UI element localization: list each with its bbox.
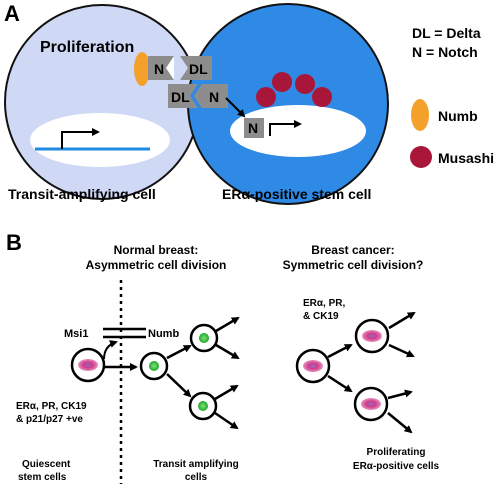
stem-cell-nucleus	[78, 359, 98, 371]
notch-left-label: N	[154, 61, 164, 77]
cancer-arrow	[387, 389, 413, 400]
legend-notch-def: N = Notch	[412, 44, 478, 60]
stem-cell-caption: ERα-positive stem cell	[222, 186, 371, 202]
notch-signal-arrow	[225, 97, 246, 118]
cancer-arrow	[327, 343, 353, 359]
transit-arrow	[215, 343, 240, 360]
transit-arrow	[214, 384, 239, 401]
delta-ligand-left	[168, 84, 198, 108]
transit-cell-nucleus	[199, 333, 209, 343]
panel-b-letter: B	[6, 230, 22, 255]
msi1-label: Msi1	[64, 328, 88, 340]
transit-arrow	[214, 411, 239, 430]
delta-right-label: DL	[189, 61, 208, 77]
numb-label-b: Numb	[148, 328, 179, 340]
musashi-dot	[272, 72, 292, 92]
transit-cell-nucleus	[198, 401, 208, 411]
proliferating-line2: ERα-positive cells	[353, 461, 440, 472]
musashi-dot	[295, 74, 315, 94]
cancer-markers-line2: & CK19	[303, 311, 339, 322]
notch-nucleus-box	[244, 118, 264, 138]
cancer-arrow	[387, 412, 413, 434]
cancer-markers-line1: ERα, PR,	[303, 298, 345, 309]
cancer-heading-line2: Symmetric cell division?	[283, 258, 424, 272]
transit-label-line2: cells	[185, 472, 208, 483]
quiescent-label-line2: stem cells	[18, 472, 67, 483]
transit-arrow	[166, 373, 192, 398]
notch-nucleus-label: N	[248, 120, 258, 136]
legend-numb-label: Numb	[438, 108, 478, 124]
musashi-dot	[312, 87, 332, 107]
transit-cell-nucleus	[149, 361, 159, 371]
notch-notch	[166, 56, 174, 80]
musashi-dot	[256, 87, 276, 107]
transit-arrow	[166, 344, 192, 360]
notch-receptor-right	[194, 84, 228, 108]
legend-musashi-label: Musashi	[438, 150, 494, 166]
transit-arrow	[215, 316, 240, 333]
stem-markers-line2: & p21/p27 +ve	[16, 414, 83, 425]
normal-heading-line2: Asymmetric cell division	[86, 258, 227, 272]
panel-a-letter: A	[4, 1, 20, 26]
proliferation-label: Proliferation	[40, 39, 134, 56]
numb-oval	[134, 52, 150, 86]
quiescent-label-line1: Quiescent	[22, 459, 71, 470]
right-transcription-arrow	[269, 120, 302, 136]
cancer-cell-nucleus	[362, 330, 382, 342]
cancer-stem-nucleus	[303, 360, 323, 372]
cancer-arrow	[388, 343, 415, 358]
stem-markers-line1: ERα, PR, CK19	[16, 401, 87, 412]
legend-delta-def: DL = Delta	[412, 25, 481, 41]
cancer-heading-line1: Breast cancer:	[311, 243, 394, 257]
notch-right-label: N	[209, 89, 219, 105]
cancer-cell-nucleus	[361, 398, 381, 410]
left-transcription-arrow	[61, 128, 100, 149]
delta-left-label: DL	[171, 89, 190, 105]
transit-label-line1: Transit amplifying	[153, 459, 239, 470]
legend-numb-swatch	[411, 99, 429, 131]
left-nucleus	[30, 113, 170, 167]
transit-cell-caption: Transit-amplifying cell	[8, 186, 156, 202]
cancer-arrow	[327, 374, 353, 393]
proliferating-line1: Proliferating	[367, 447, 426, 458]
normal-heading-line1: Normal breast:	[114, 243, 199, 257]
legend-musashi-swatch	[410, 146, 432, 168]
cancer-arrow	[388, 311, 416, 330]
delta-ligand-right	[180, 56, 212, 80]
stem-to-bar-arrow	[103, 340, 118, 360]
